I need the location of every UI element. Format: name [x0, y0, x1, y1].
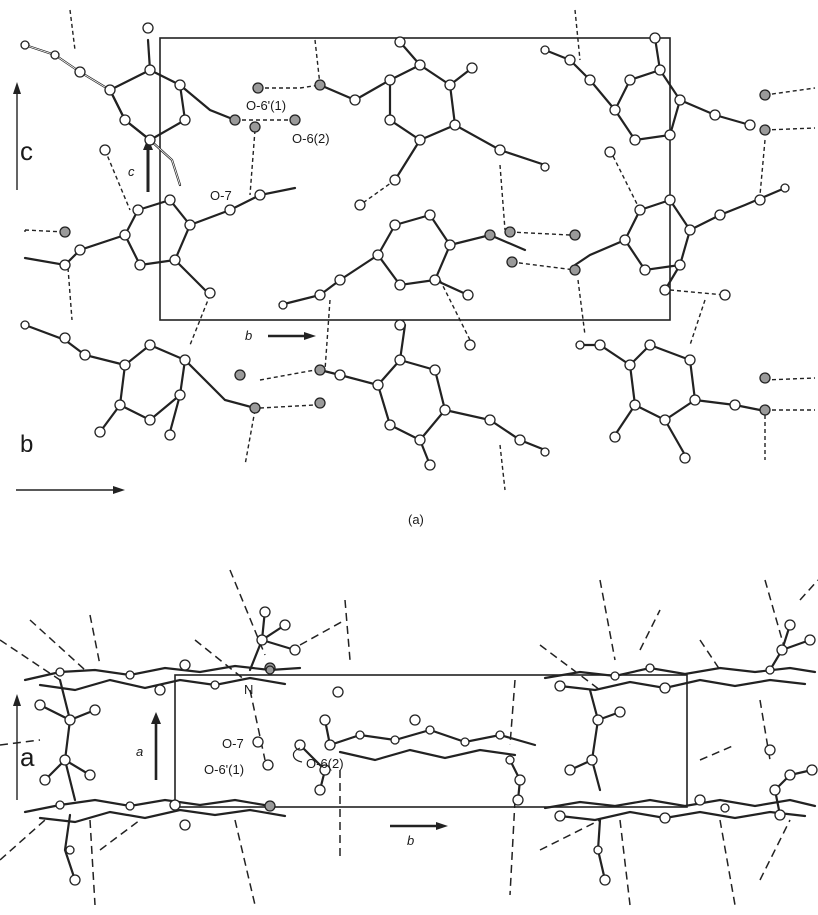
inner-b-label-panel-b: b — [407, 833, 414, 848]
label-pointer-o6-2 — [292, 747, 303, 763]
label-o6-prime-1: O-6'(1) — [246, 98, 286, 113]
axis-c-arrow — [13, 82, 21, 190]
panel-b: a a b N O-7 O-6'(1) O-6(2) — [0, 569, 818, 906]
label-o6-2: O-6(2) — [292, 131, 330, 146]
inner-b-arrow-panel-b — [390, 822, 448, 830]
label-n: N — [244, 682, 253, 697]
inner-b-label: b — [245, 328, 252, 343]
label-o6-prime-1-panel-b: O-6'(1) — [204, 762, 244, 777]
unit-cell-a — [159, 37, 671, 321]
panel-a: c b c b O-6'(1) O-6(2) O-7 (a) — [13, 9, 816, 527]
label-o7: O-7 — [210, 188, 232, 203]
inner-c-label: c — [128, 164, 135, 179]
unit-cell-b — [174, 674, 688, 808]
axis-a-arrow — [13, 694, 21, 800]
molecule-network-a — [20, 9, 816, 491]
inner-a-label: a — [136, 744, 143, 759]
inner-a-arrow — [151, 712, 161, 780]
label-o6-2-panel-b: O-6(2) — [306, 756, 344, 771]
axis-c-label: c — [20, 136, 33, 166]
axis-a-label: a — [20, 742, 35, 772]
inner-c-arrow — [143, 138, 153, 192]
axis-b-label: b — [20, 431, 33, 458]
axis-b-arrow — [16, 486, 125, 494]
inner-b-arrow — [268, 332, 316, 340]
panel-a-caption: (a) — [408, 512, 424, 527]
label-o7-panel-b: O-7 — [222, 736, 244, 751]
molecule-network-b — [0, 569, 818, 906]
